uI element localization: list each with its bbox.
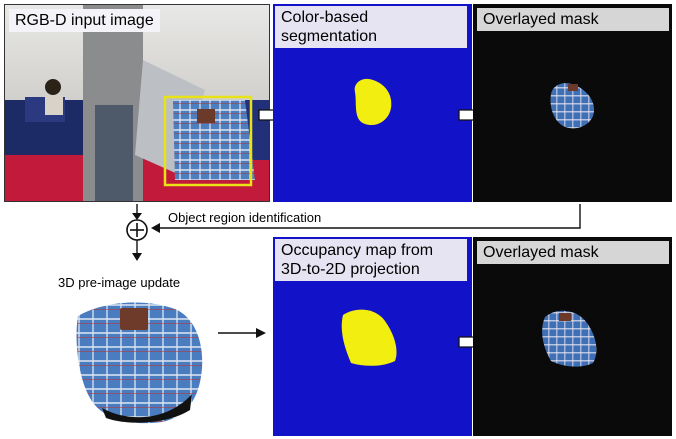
overlay-top-panel: Overlayed mask	[473, 4, 672, 202]
rgbd-input-panel: RGB-D input image	[4, 4, 270, 202]
segmentation-label-line1: Color-based	[281, 9, 369, 26]
occupancy-mask	[341, 309, 397, 366]
black-arrow-icon	[218, 328, 266, 338]
overlay-bottom-label: Overlayed mask	[477, 241, 669, 264]
object-roi-box	[163, 95, 253, 187]
occupancy-label: Occupancy map from 3D-to-2D projection	[275, 239, 467, 281]
overlay-top-object	[550, 83, 595, 129]
object-region-label: Object region identification	[168, 210, 322, 225]
preimage-label: 3D pre-image update	[58, 275, 181, 290]
occupancy-label-line2: 3D-to-2D projection	[281, 261, 420, 278]
rgbd-input-label: RGB-D input image	[9, 9, 160, 32]
overlay-bottom-panel: Overlayed mask	[473, 237, 672, 436]
plus-circle-icon	[126, 219, 148, 241]
color-segmentation-panel: Color-based segmentation	[273, 4, 472, 202]
segmentation-mask	[354, 78, 392, 126]
rgbd-input-photo	[5, 5, 269, 201]
flow-connectors	[126, 204, 581, 261]
occupancy-map-panel: Occupancy map from 3D-to-2D projection	[273, 237, 472, 436]
segmentation-label: Color-based segmentation	[275, 6, 467, 48]
preimage-3d-render	[76, 302, 203, 424]
overlay-top-label: Overlayed mask	[477, 8, 669, 31]
segmentation-label-line2: segmentation	[281, 28, 378, 45]
overlay-bottom-object	[542, 310, 597, 367]
occupancy-label-line1: Occupancy map from	[281, 242, 434, 259]
